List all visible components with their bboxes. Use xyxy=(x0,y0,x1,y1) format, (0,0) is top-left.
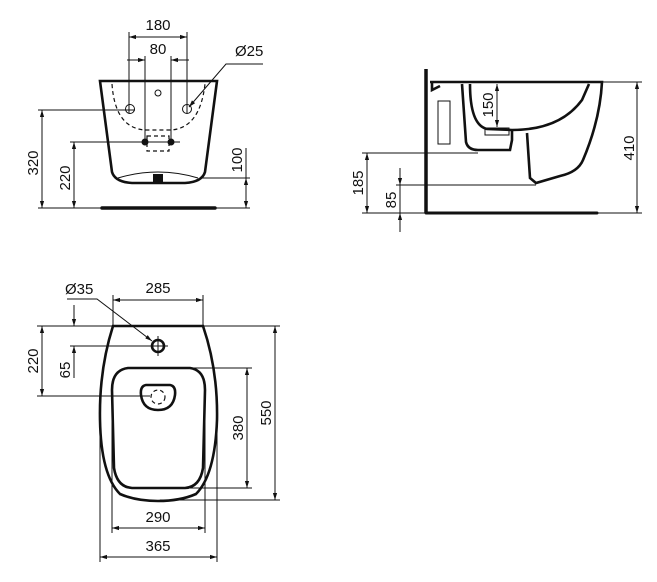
dim-185: 185 xyxy=(350,170,367,195)
dim-85: 85 xyxy=(383,192,400,209)
dim-320: 320 xyxy=(25,150,42,175)
dim-220-front: 220 xyxy=(57,165,74,190)
bowl-front-outline xyxy=(98,79,219,185)
bowl-top-outline xyxy=(98,324,219,503)
dim-290: 290 xyxy=(145,509,170,526)
dim-220-top: 220 xyxy=(25,348,42,373)
dim-285: 285 xyxy=(145,280,170,297)
drain xyxy=(139,383,177,412)
dim-410: 410 xyxy=(621,135,638,160)
dim-100: 100 xyxy=(229,147,246,172)
dim-80: 80 xyxy=(150,41,167,58)
fixing-hole-left xyxy=(125,104,135,114)
side-view: 410 150 185 85 xyxy=(350,69,642,232)
top-view: 285 Ø35 220 65 380 550 290 365 xyxy=(25,280,280,562)
dim-150: 150 xyxy=(480,92,497,117)
dim-380: 380 xyxy=(230,415,247,440)
dim-180: 180 xyxy=(145,17,170,34)
dim-550: 550 xyxy=(258,400,275,425)
dim-diameter-25: Ø25 xyxy=(235,43,263,60)
dim-diameter-35: Ø35 xyxy=(65,281,93,298)
dim-365: 365 xyxy=(145,538,170,555)
front-view: 180 80 Ø25 320 220 100 xyxy=(25,17,263,210)
dim-65: 65 xyxy=(57,362,74,379)
